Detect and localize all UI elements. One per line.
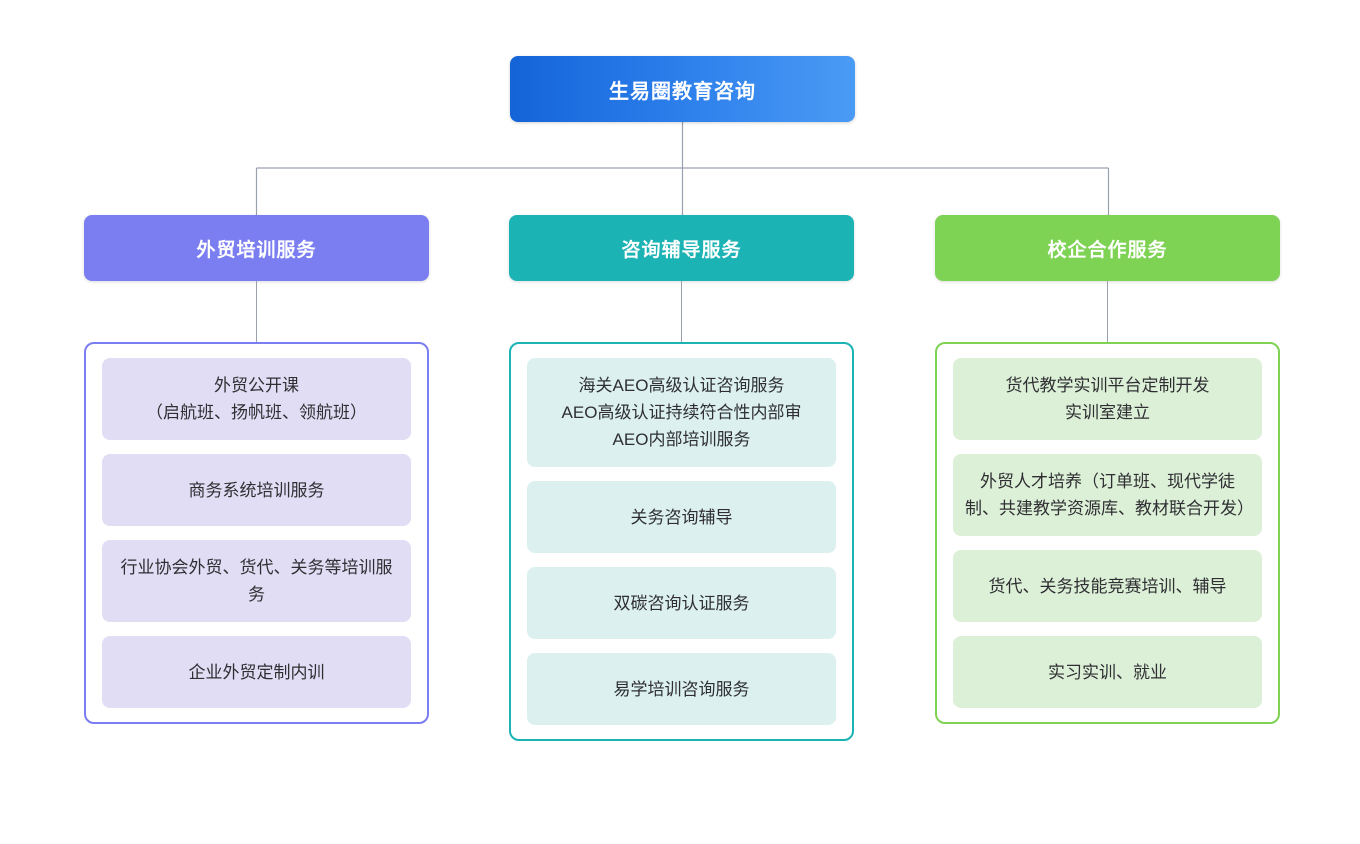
list-item[interactable]: 货代教学实训平台定制开发 实训室建立 [953, 358, 1262, 440]
list-item[interactable]: 行业协会外贸、货代、关务等培训服务 [102, 540, 411, 622]
list-item[interactable]: 实习实训、就业 [953, 636, 1262, 708]
list-item[interactable]: 外贸公开课 （启航班、扬帆班、领航班） [102, 358, 411, 440]
branch-header[interactable]: 咨询辅导服务 [509, 215, 854, 281]
list-item[interactable]: 双碳咨询认证服务 [527, 567, 836, 639]
branch-header-label: 外贸培训服务 [196, 239, 317, 261]
list-item[interactable]: 商务系统培训服务 [102, 454, 411, 526]
branch-header[interactable]: 外贸培训服务 [84, 215, 429, 281]
branch-header[interactable]: 校企合作服务 [935, 215, 1280, 281]
list-item[interactable]: 外贸人才培养（订单班、现代学徒制、共建教学资源库、教材联合开发） [953, 454, 1262, 536]
branch-column-consulting-tutoring: 咨询辅导服务 海关AEO高级认证咨询服务 AEO高级认证持续符合性内部审 AEO… [509, 215, 854, 741]
branch-items-container: 外贸公开课 （启航班、扬帆班、领航班） 商务系统培训服务 行业协会外贸、货代、关… [84, 342, 429, 724]
list-item[interactable]: 海关AEO高级认证咨询服务 AEO高级认证持续符合性内部审 AEO内部培训服务 [527, 358, 836, 467]
branch-header-label: 咨询辅导服务 [621, 239, 742, 261]
list-item[interactable]: 易学培训咨询服务 [527, 653, 836, 725]
branch-stem [256, 281, 257, 342]
root-node[interactable]: 生易圈教育咨询 [510, 56, 855, 122]
branch-column-foreign-trade-training: 外贸培训服务 外贸公开课 （启航班、扬帆班、领航班） 商务系统培训服务 行业协会… [84, 215, 429, 724]
branch-stem [681, 281, 682, 342]
list-item[interactable]: 货代、关务技能竞赛培训、辅导 [953, 550, 1262, 622]
branch-header-label: 校企合作服务 [1047, 239, 1168, 261]
branch-items-container: 货代教学实训平台定制开发 实训室建立 外贸人才培养（订单班、现代学徒制、共建教学… [935, 342, 1280, 724]
root-node-label: 生易圈教育咨询 [609, 80, 756, 103]
branch-items-container: 海关AEO高级认证咨询服务 AEO高级认证持续符合性内部审 AEO内部培训服务 … [509, 342, 854, 741]
list-item[interactable]: 企业外贸定制内训 [102, 636, 411, 708]
branch-column-school-enterprise: 校企合作服务 货代教学实训平台定制开发 实训室建立 外贸人才培养（订单班、现代学… [935, 215, 1280, 724]
branch-stem [1107, 281, 1108, 342]
list-item[interactable]: 关务咨询辅导 [527, 481, 836, 553]
